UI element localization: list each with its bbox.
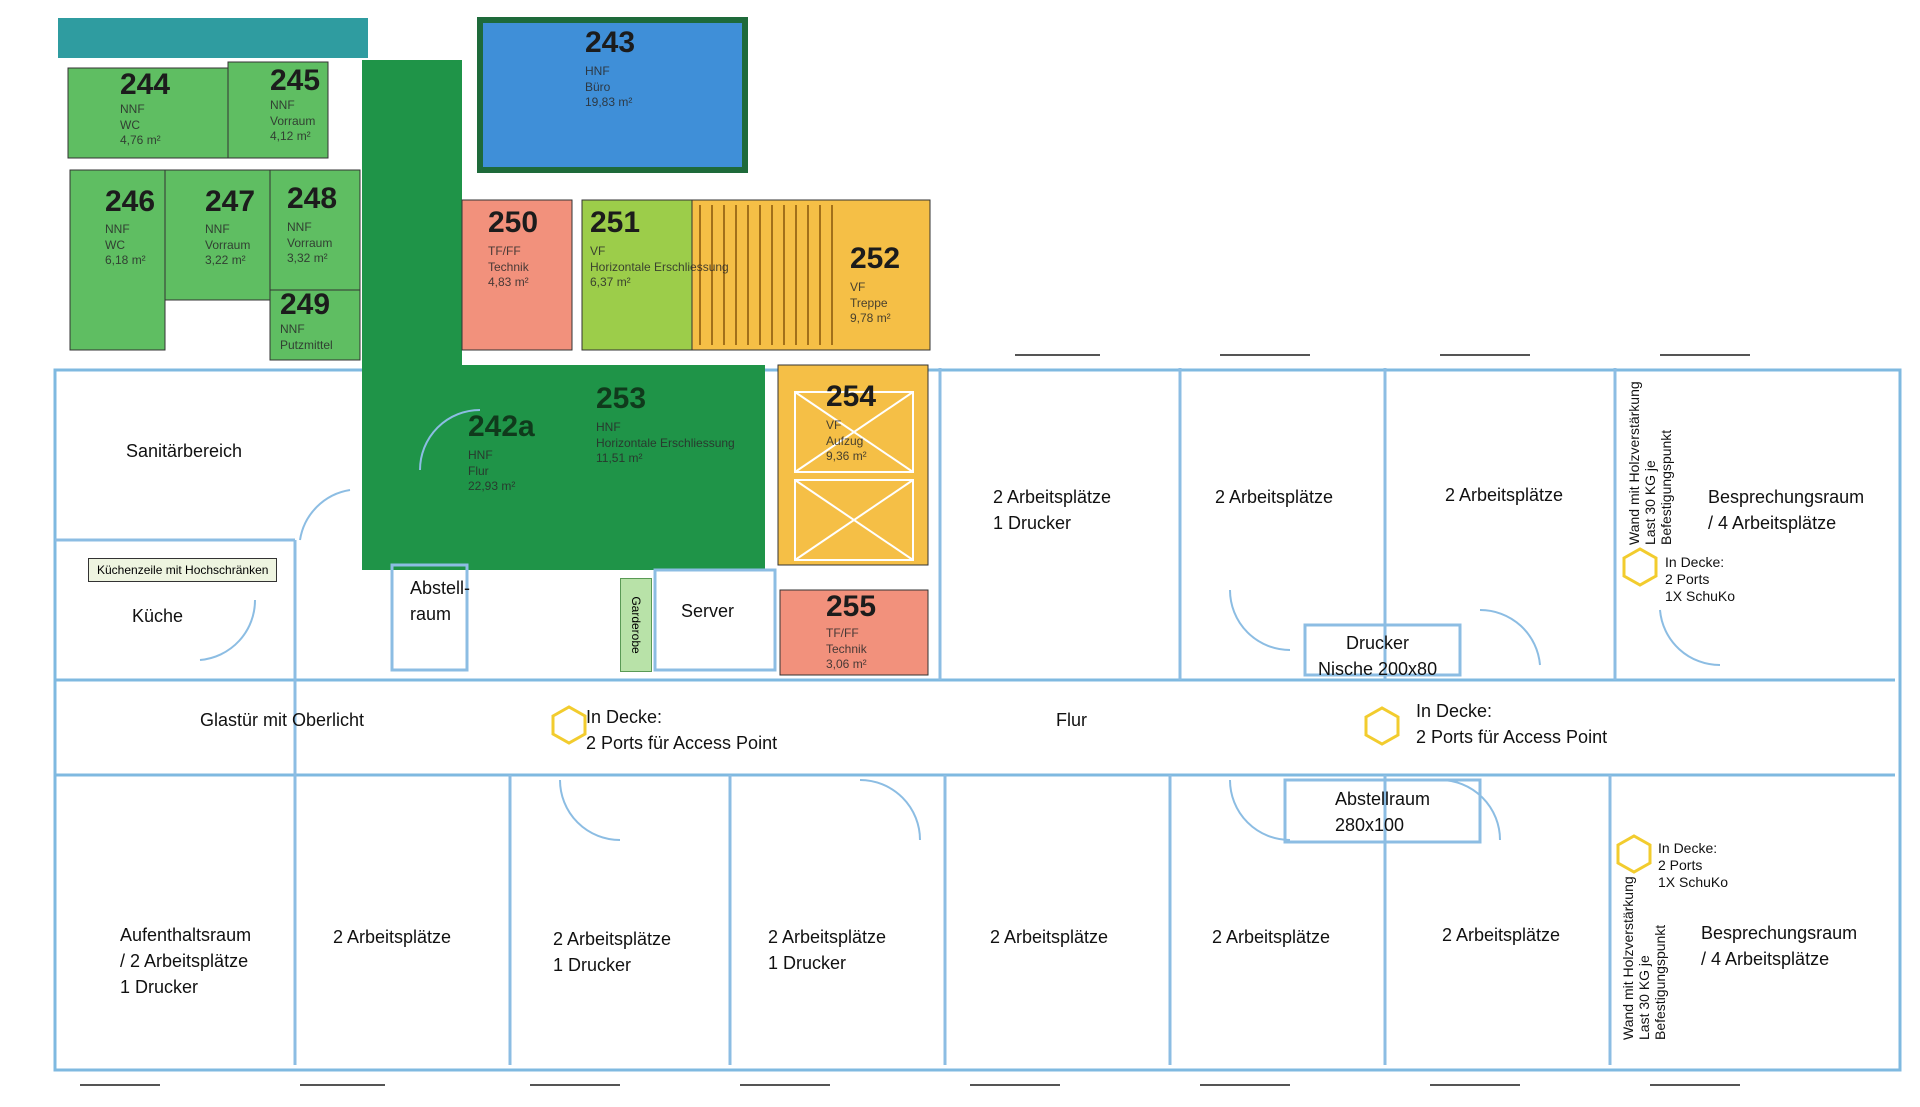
- room-252-number: 252: [850, 242, 901, 275]
- label-abstellraum-small: Abstell-raum: [410, 578, 471, 625]
- building-outline: [53, 368, 1902, 1072]
- door-arcs: [199, 409, 1721, 841]
- room-251-fill: [581, 199, 693, 351]
- room-254-number: 254: [826, 380, 877, 413]
- label-server: Server: [681, 601, 735, 621]
- room-247-fill: [164, 169, 271, 301]
- room-242a-number: 242a: [468, 410, 535, 443]
- upper-room-4: Besprechungsraum/ 4 Arbeitsplätze: [1708, 487, 1865, 534]
- room-248-fill: [269, 169, 361, 291]
- label-garderobe: Garderobe: [629, 596, 643, 654]
- garderobe-box: Garderobe: [620, 578, 652, 672]
- room-245-fill: [227, 61, 329, 159]
- room-248-number: 248: [287, 182, 338, 215]
- room-255-number: 255: [826, 590, 877, 623]
- label-kueche: Küche: [132, 606, 184, 626]
- room-249-fill: [269, 289, 361, 361]
- room-247-number: 247: [205, 185, 256, 218]
- room-243-fill: [477, 17, 748, 173]
- elevator-cross: [794, 391, 914, 561]
- label-sanitaerbereich: Sanitärbereich: [126, 441, 243, 461]
- upper-room-3: 2 Arbeitsplätze: [1445, 485, 1564, 505]
- room-244-number: 244: [120, 68, 171, 101]
- lower-room-8: Besprechungsraum/ 4 Arbeitsplätze: [1701, 923, 1858, 970]
- label-access-point-left: In Decke:2 Ports für Access Point: [586, 707, 778, 754]
- room-top-strip: [58, 18, 368, 58]
- room-246-number: 246: [105, 185, 156, 218]
- lower-room-5: 2 Arbeitsplätze: [990, 927, 1109, 947]
- lower-room-2: 2 Arbeitsplätze: [333, 927, 452, 947]
- label-kuechenzeile: Küchenzeile mit Hochschränken: [88, 558, 278, 582]
- room-250-fill: [461, 199, 573, 351]
- room-255-fill: [779, 589, 929, 676]
- room-246-fill: [69, 169, 166, 351]
- upper-room-2: 2 Arbeitsplätze: [1215, 487, 1334, 507]
- lower-room-7: 2 Arbeitsplätze: [1442, 925, 1561, 945]
- room-251-number: 251: [590, 206, 641, 239]
- room-250-number: 250: [488, 206, 539, 239]
- label-access-point-right: In Decke:2 Ports für Access Point: [1416, 701, 1608, 748]
- stair-hatching: [699, 205, 833, 345]
- label-flur: Flur: [1056, 710, 1087, 730]
- room-245-number: 245: [270, 64, 321, 97]
- lower-room-6: 2 Arbeitsplätze: [1212, 927, 1331, 947]
- room-249-number: 249: [280, 288, 331, 321]
- room-244-fill: [67, 67, 229, 159]
- room-243-number: 243: [585, 26, 636, 59]
- room-253-fill: [590, 365, 765, 570]
- window-marks: [80, 354, 1750, 1086]
- label-glastuer: Glastür mit Oberlicht: [200, 710, 365, 730]
- ceiling-hexagons: [551, 547, 1658, 874]
- room-252-fill: [691, 199, 931, 351]
- room-253-number: 253: [596, 382, 647, 415]
- room-242a-fill: [362, 60, 590, 570]
- partition-walls: [55, 368, 1617, 1065]
